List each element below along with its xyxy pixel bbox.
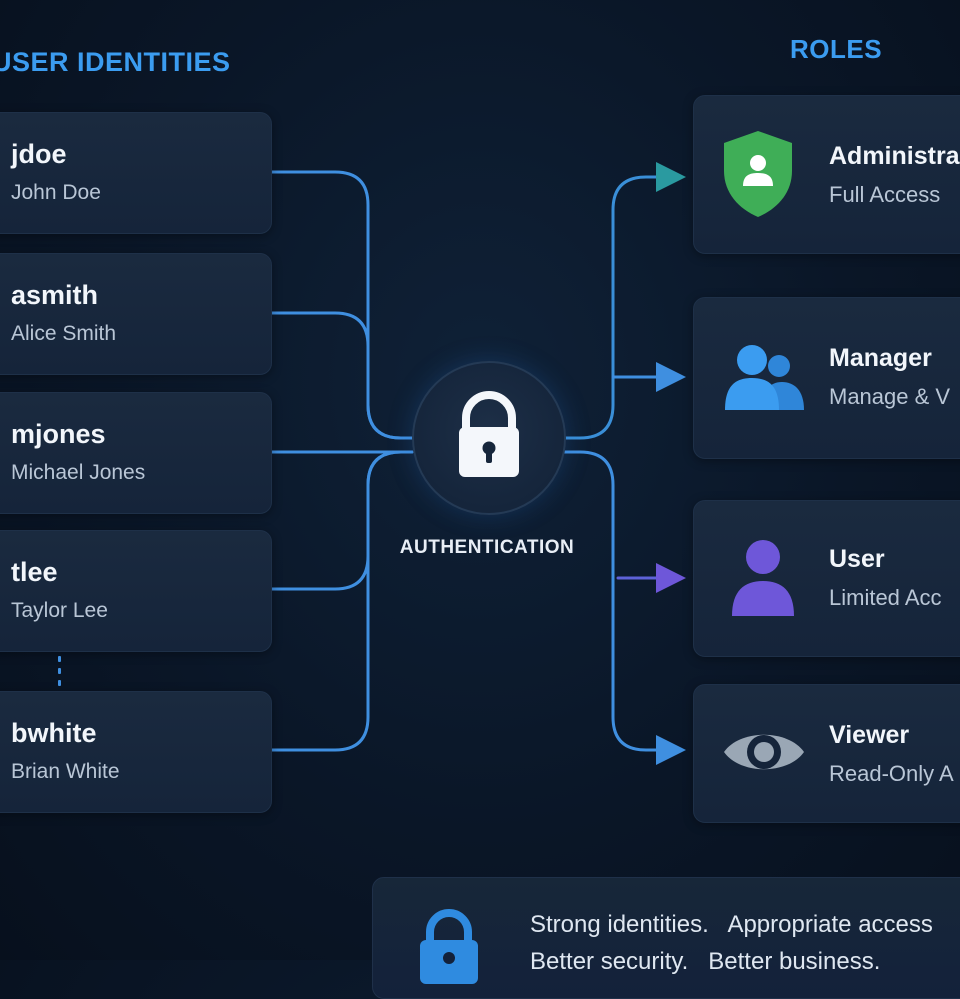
connector-jdoe xyxy=(270,170,414,440)
eye-icon xyxy=(724,734,804,770)
authentication-label: AUTHENTICATION xyxy=(399,537,575,558)
role-name: Manager xyxy=(829,344,932,372)
user-username: tlee xyxy=(11,557,58,587)
group-icon xyxy=(725,345,804,410)
connector-bwhite xyxy=(270,450,414,752)
role-name: User xyxy=(829,545,885,573)
user-username: asmith xyxy=(11,280,99,310)
role-card-user[interactable]: User Limited Acc xyxy=(693,500,960,657)
role-description: Full Access xyxy=(829,182,941,207)
user-full-name: John Doe xyxy=(11,181,101,204)
user-username: jdoe xyxy=(11,139,67,169)
user-card-tlee[interactable]: tlee Taylor Lee xyxy=(0,530,272,652)
user-username: mjones xyxy=(11,419,106,449)
lock-icon xyxy=(420,909,478,984)
person-icon xyxy=(732,540,794,616)
role-card-administrator[interactable]: Administra Full Access xyxy=(693,95,960,254)
role-card-manager[interactable]: Manager Manage & V xyxy=(693,297,960,459)
user-identities-title: USER IDENTITIES xyxy=(0,47,231,77)
user-username: bwhite xyxy=(11,718,97,748)
user-card-mjones[interactable]: mjones Michael Jones xyxy=(0,392,272,514)
roles-title: ROLES xyxy=(790,34,883,64)
role-name: Viewer xyxy=(829,721,910,749)
connector-lines xyxy=(270,162,686,765)
role-name: Administra xyxy=(829,142,960,170)
user-card-asmith[interactable]: asmith Alice Smith xyxy=(0,253,272,375)
role-description: Manage & V xyxy=(829,384,951,409)
lock-icon xyxy=(459,391,519,477)
footer-banner: Strong identities. Appropriate access Be… xyxy=(372,877,960,999)
footer-tagline-line2: Better security. Better business. xyxy=(530,948,881,975)
connector-viewer xyxy=(560,450,686,765)
user-card-bwhite[interactable]: bwhite Brian White xyxy=(0,691,272,813)
shield-user-icon xyxy=(724,131,792,217)
connector-tlee xyxy=(270,450,403,591)
authentication-hub xyxy=(412,361,566,515)
role-description: Read-Only A xyxy=(829,761,954,786)
connector-asmith xyxy=(270,311,403,440)
user-full-name: Taylor Lee xyxy=(11,599,108,622)
user-full-name: Alice Smith xyxy=(11,322,117,345)
user-full-name: Michael Jones xyxy=(11,461,146,484)
role-card-viewer[interactable]: Viewer Read-Only A xyxy=(693,684,960,823)
user-full-name: Brian White xyxy=(11,760,120,783)
role-description: Limited Acc xyxy=(829,585,942,610)
connector-administrator xyxy=(560,162,686,440)
user-card-jdoe[interactable]: jdoe John Doe xyxy=(0,112,272,234)
footer-tagline-line1: Strong identities. Appropriate access xyxy=(530,911,933,938)
more-users-ellipsis-icon xyxy=(58,656,61,686)
